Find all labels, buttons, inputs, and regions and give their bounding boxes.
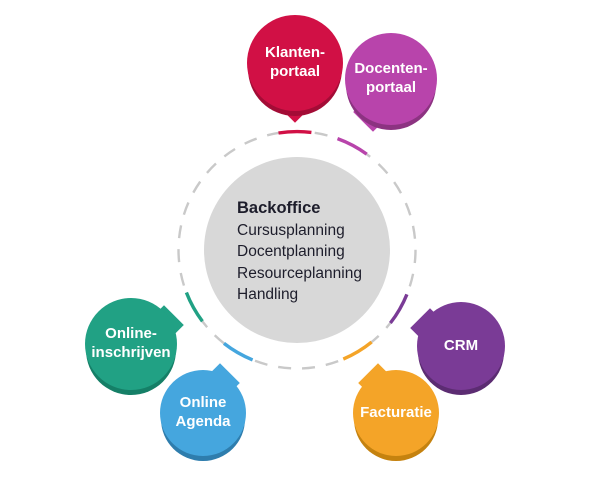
- bubble-klantenportaal: Klanten- portaal: [247, 15, 343, 123]
- ring-arc-docentenportaal: [336, 137, 368, 156]
- bubble-facturatie: Facturatie: [353, 363, 439, 456]
- ring-arc-facturatie: [342, 340, 373, 361]
- bubble-circle: [353, 370, 439, 456]
- ring-arc-klantenportaal: [278, 129, 312, 135]
- bubble-label: Docenten- portaal: [354, 60, 428, 96]
- backoffice-text: Backoffice Cursusplanning Docentplanning…: [237, 198, 387, 305]
- bubble-crm: CRM: [410, 302, 505, 390]
- backoffice-title: Backoffice: [237, 199, 321, 217]
- bubble-label: Klanten- portaal: [265, 44, 325, 80]
- bubble-docentenportaal: Docenten- portaal: [345, 33, 437, 132]
- bubble-label: Online Agenda: [175, 394, 231, 430]
- ring-arc-online-agenda: [222, 342, 254, 362]
- backoffice-item: Handling: [237, 285, 299, 303]
- backoffice-item: Resourceplanning: [237, 264, 362, 282]
- bubble-circle: [417, 302, 505, 390]
- bubble-circle: [85, 298, 177, 390]
- backoffice-item: Cursusplanning: [237, 221, 345, 239]
- backoffice-item: Docentplanning: [237, 243, 345, 261]
- bubble-circle: [247, 15, 343, 111]
- ring-arc-crm: [389, 293, 409, 325]
- backoffice-circle: [204, 157, 390, 343]
- bubble-label: Facturatie: [360, 403, 432, 421]
- bubble-circle: [345, 33, 437, 125]
- bubble-label: CRM: [443, 336, 479, 354]
- bubble-online-agenda: Online Agenda: [160, 363, 246, 456]
- bubble-circle: [160, 370, 246, 456]
- bubble-label: Online- inschrijven: [91, 325, 171, 361]
- ring-arc-online-inschrijven: [184, 291, 204, 323]
- bubble-online-inschrijven: Online- inschrijven: [85, 298, 184, 390]
